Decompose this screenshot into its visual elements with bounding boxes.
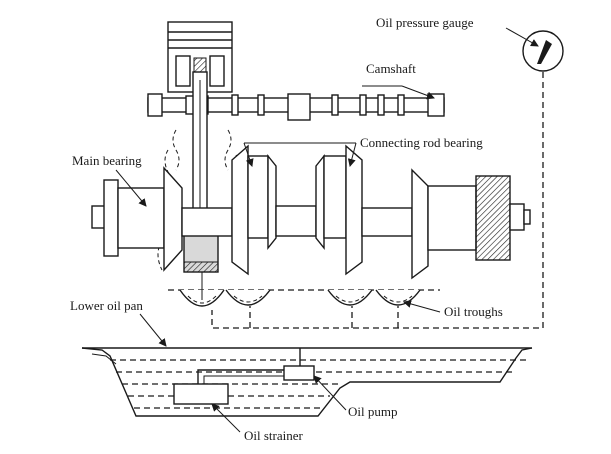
label-oil-troughs: Oil troughs — [444, 304, 503, 319]
crankshaft — [91, 144, 531, 280]
oil-pump — [197, 348, 315, 384]
leader-lines — [115, 27, 539, 433]
label-oil-strainer: Oil strainer — [244, 428, 304, 443]
oil-pressure-line — [211, 72, 544, 329]
lower-oil-pan — [81, 347, 533, 417]
label-main-bearing: Main bearing — [72, 153, 142, 168]
label-lower-oil-pan: Lower oil pan — [70, 298, 143, 313]
oil-strainer — [173, 383, 229, 405]
label-oil-pressure-gauge: Oil pressure gauge — [376, 15, 474, 30]
label-connecting-rod-bearing: Connecting rod bearing — [360, 135, 483, 150]
label-camshaft: Camshaft — [366, 61, 416, 76]
oil-troughs — [168, 272, 440, 307]
gauge-needle-icon — [537, 40, 552, 64]
oil-pressure-gauge — [522, 30, 564, 72]
label-oil-pump: Oil pump — [348, 404, 397, 419]
